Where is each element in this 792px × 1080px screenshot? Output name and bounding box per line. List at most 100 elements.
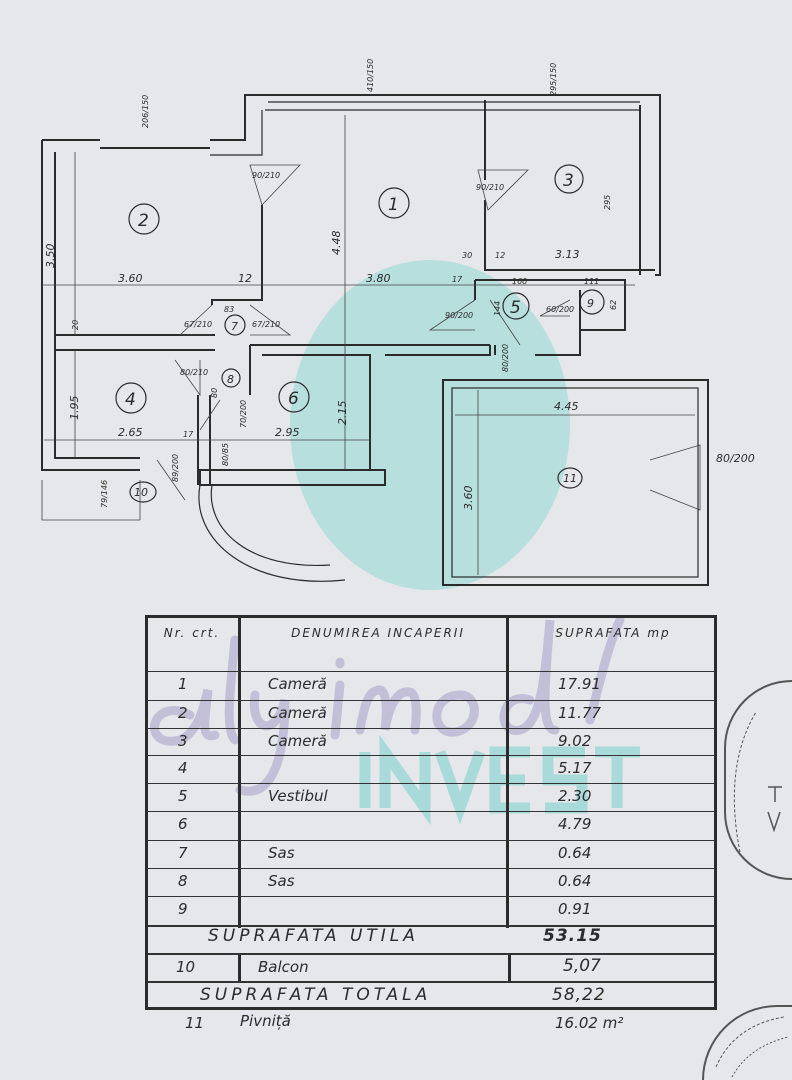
room-labels: 1 2 3 4 5 6 7 8 9 10 11	[115, 164, 605, 503]
row-area: 17.91	[558, 675, 601, 693]
floor-plan: 1 2 3 4 5 6 7 8 9 10 11 206/150 410/150 …	[41, 59, 755, 590]
dimension: 90/210	[476, 183, 504, 192]
row-divider	[148, 868, 714, 869]
row-area: 2.30	[558, 787, 592, 805]
row-divider	[148, 811, 714, 812]
stamp-lettering	[733, 711, 782, 853]
dimension-labels: 206/150 410/150 295/150 90/210 90/210 90…	[44, 59, 755, 510]
header-name: DENUMIREA INCAPERII	[291, 626, 465, 640]
room-number: 4	[125, 390, 136, 410]
stamp-lettering	[715, 1016, 789, 1078]
dimension: 67/210	[184, 320, 212, 329]
row-name: Sas	[268, 872, 295, 890]
dimension: 17	[183, 430, 194, 439]
column-divider	[508, 953, 511, 981]
dimension: 3.80	[366, 272, 391, 285]
dimension: 60/200	[546, 305, 574, 314]
dimension: 30	[462, 251, 472, 260]
row-name: Sas	[268, 844, 295, 862]
dimension: 111	[584, 277, 599, 286]
room-number: 6	[288, 389, 299, 409]
watermark-logo	[290, 260, 570, 590]
room-number: 3	[563, 171, 574, 191]
area-table: Nr. crt. DENUMIREA INCAPERII SUPRAFATA m…	[145, 615, 717, 1010]
row-name: Cameră	[268, 675, 327, 693]
row-divider	[148, 755, 714, 756]
dimension: 83	[224, 305, 234, 314]
row-name: Vestibul	[268, 787, 328, 805]
useful-area-value: 53.15	[543, 926, 602, 946]
balcony-area: 5,07	[563, 956, 601, 976]
dimension: 17	[452, 275, 463, 284]
row-divider	[148, 981, 714, 983]
row-nr: 1	[178, 675, 188, 693]
dimension: 4.45	[554, 400, 579, 413]
balcony-nr: 10	[176, 958, 196, 976]
dimension: 160	[512, 277, 527, 286]
row-divider	[148, 953, 714, 955]
dimension: 62	[609, 300, 618, 310]
row-nr: 7	[178, 844, 188, 862]
row-nr: 6	[178, 815, 188, 833]
row-nr: 8	[178, 872, 188, 890]
dimension: 80/200	[501, 344, 510, 372]
balcony-name: Balcon	[258, 958, 309, 976]
row-divider	[148, 840, 714, 841]
room-number: 7	[231, 320, 238, 333]
row-divider	[148, 896, 714, 897]
column-divider	[238, 953, 241, 981]
row-nr: 5	[178, 787, 188, 805]
row-divider	[148, 700, 714, 701]
dimension: 20	[71, 320, 80, 330]
dimension: 1.95	[68, 396, 81, 421]
row-divider	[148, 728, 714, 729]
dimension: 90/210	[252, 171, 280, 180]
row-nr: 2	[178, 704, 188, 722]
cellar-nr: 11	[185, 1014, 205, 1032]
room-number: 9	[587, 297, 594, 310]
row-name: Cameră	[268, 732, 327, 750]
total-area-value: 58,22	[552, 985, 606, 1005]
dimension: 3.50	[44, 244, 57, 269]
dimension: 295/150	[549, 63, 558, 96]
header-area: SUPRAFATA mp	[555, 626, 671, 640]
row-name: Cameră	[268, 704, 327, 722]
dimension: 144	[493, 301, 502, 316]
dimension: 80	[210, 388, 219, 398]
room-number: 2	[138, 211, 149, 231]
header-nr: Nr. crt.	[163, 626, 221, 640]
dimension: 89/200	[171, 454, 180, 482]
row-divider	[148, 783, 714, 784]
dimension: 410/150	[366, 59, 375, 92]
dimension: 3.60	[118, 272, 143, 285]
dimension: 12	[495, 251, 505, 260]
dimension: 80/210	[180, 368, 208, 377]
row-divider	[148, 671, 714, 672]
cellar-name: Pivniță	[240, 1012, 291, 1030]
dimension: 4.48	[330, 231, 343, 256]
dimension: 2.15	[336, 401, 349, 426]
row-area: 0.64	[558, 844, 592, 862]
row-area: 11.77	[558, 704, 601, 722]
column-divider	[238, 618, 241, 928]
row-area: 0.64	[558, 872, 592, 890]
column-divider	[506, 618, 509, 928]
dimension: 80/85	[221, 443, 230, 466]
row-area: 9.02	[558, 732, 592, 750]
walls	[41, 94, 709, 586]
total-area-label: SUPRAFATA TOTALA	[200, 985, 432, 1005]
room-number: 11	[563, 472, 577, 485]
row-nr: 4	[178, 759, 188, 777]
official-stamp-2	[702, 1005, 792, 1080]
room-number: 5	[510, 298, 521, 318]
dimension: 2.95	[275, 426, 300, 439]
official-stamp	[724, 680, 792, 880]
dimension: 3.60	[462, 486, 475, 511]
dimension: 70/200	[239, 400, 248, 428]
dimension: 79/146	[100, 480, 109, 508]
room-number: 1	[388, 195, 399, 215]
dimension: 67/210	[252, 320, 280, 329]
row-divider	[148, 925, 714, 927]
room-number: 10	[134, 486, 148, 499]
dimension: 80/200	[716, 452, 755, 465]
